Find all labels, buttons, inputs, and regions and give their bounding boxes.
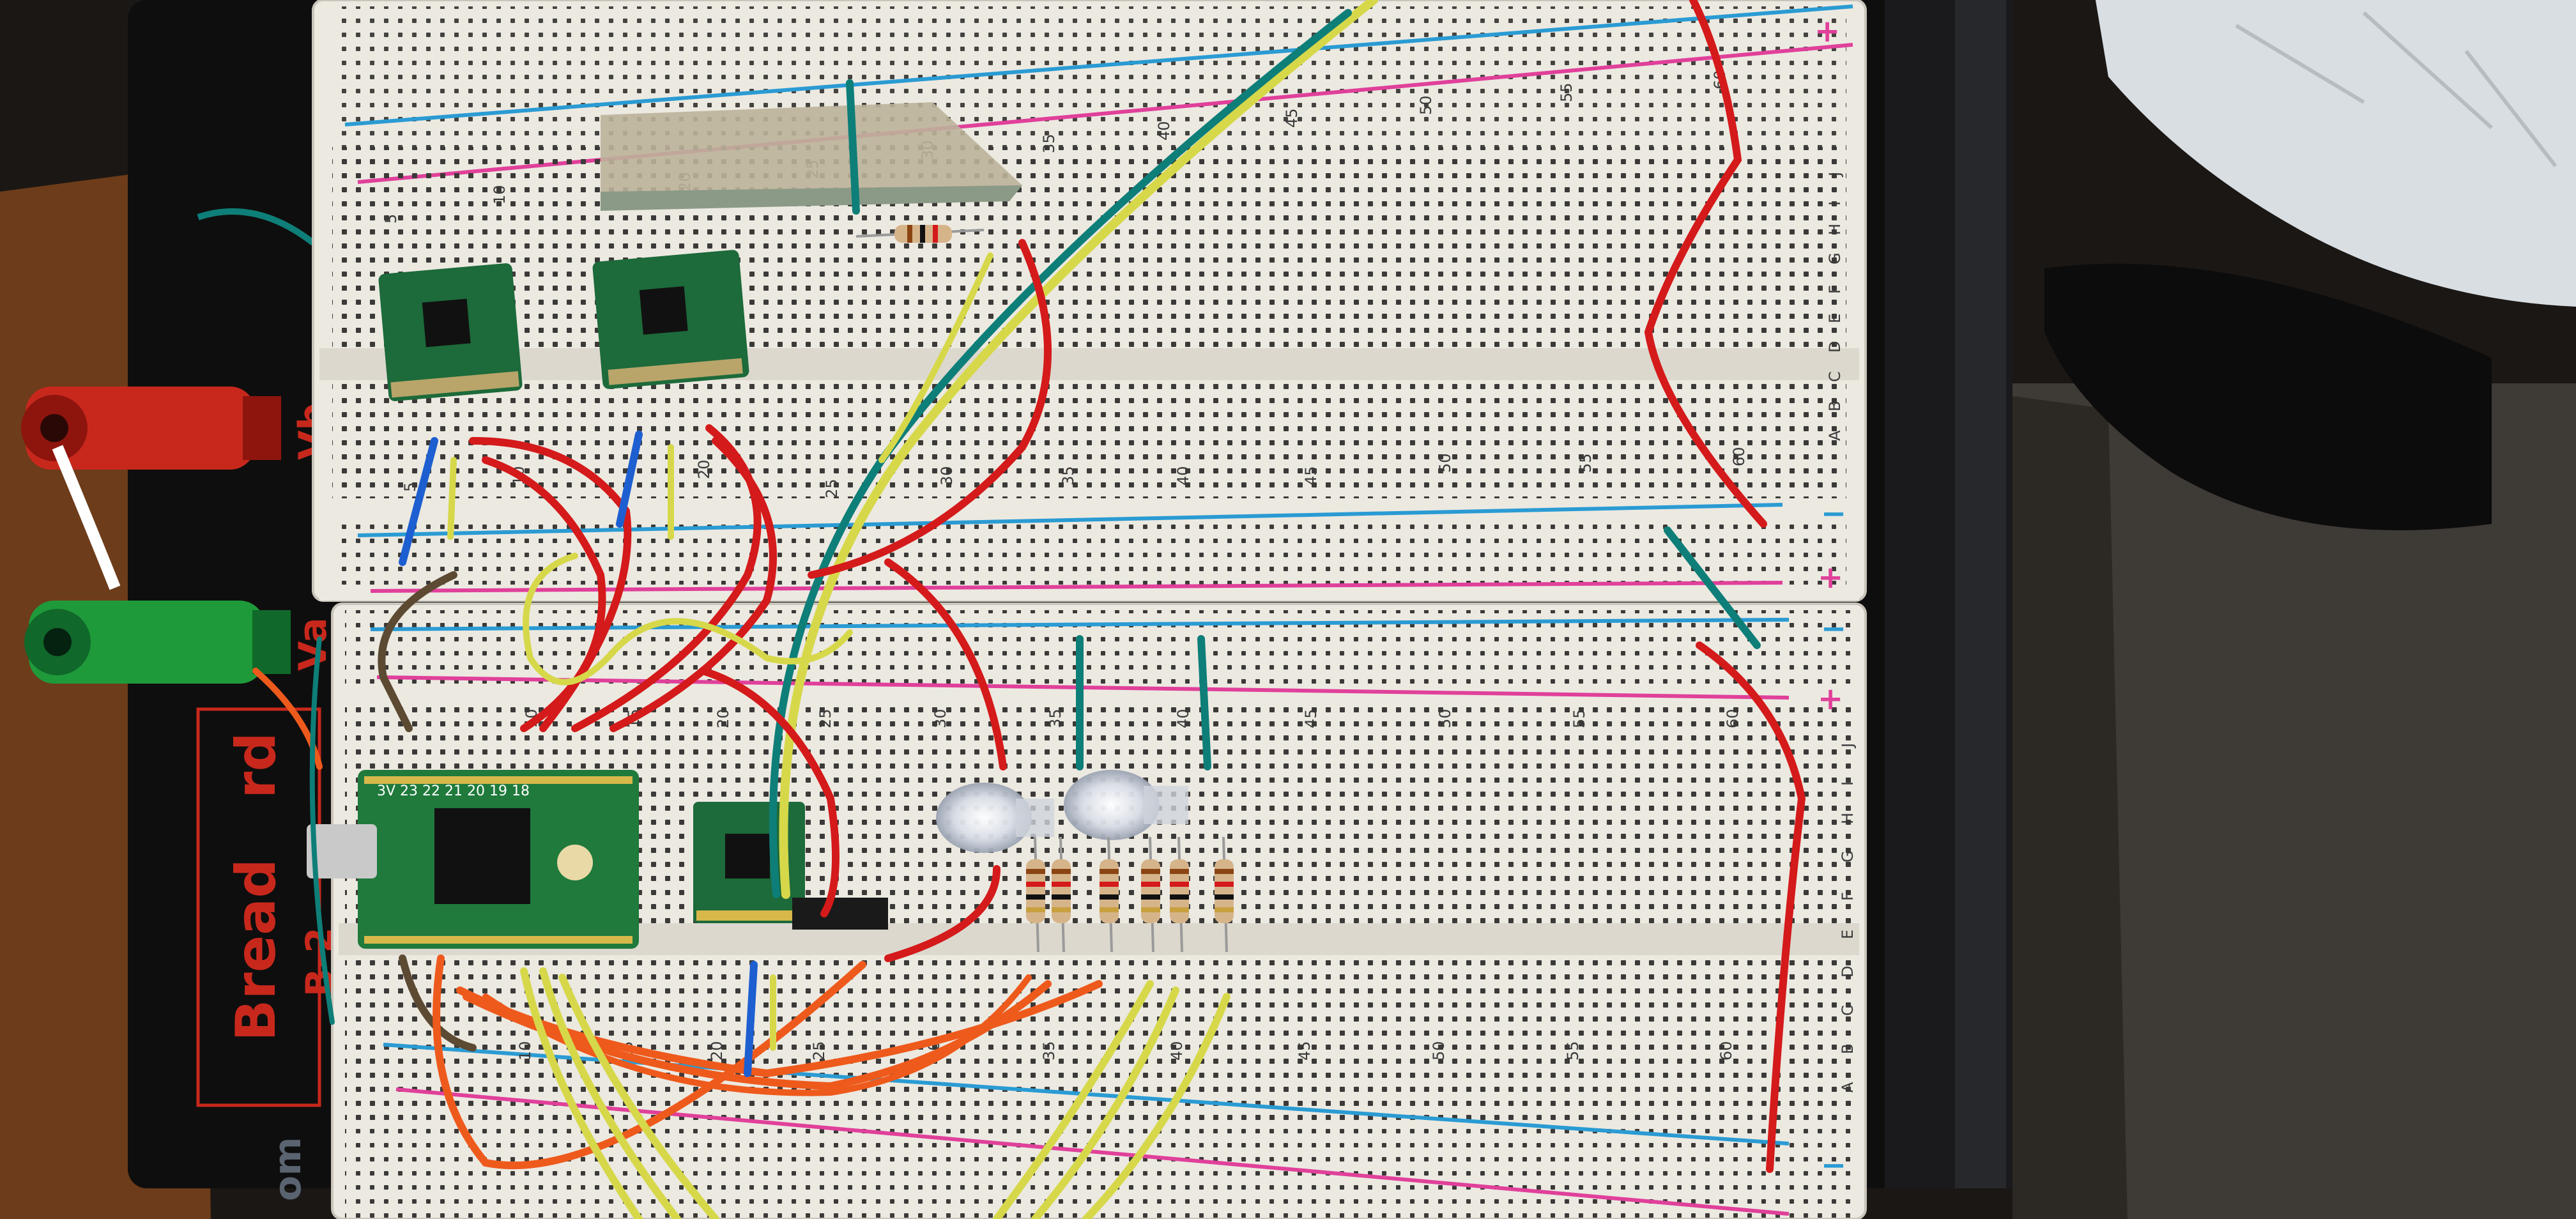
row-label: H — [1839, 813, 1857, 824]
column-label: 35 — [1040, 134, 1058, 153]
row-label: F — [1826, 285, 1844, 294]
rail-plus-top: + — [1818, 560, 1843, 595]
row-label: J — [1826, 172, 1844, 178]
column-label: 25 — [816, 709, 834, 728]
column-label: 40 — [1174, 466, 1192, 486]
column-label: 20 — [714, 709, 732, 728]
resistor — [1026, 836, 1045, 953]
row-label: G — [1826, 252, 1844, 264]
row-label: H — [1826, 224, 1844, 235]
header-connector — [792, 898, 888, 930]
rail-line-red-4 — [395, 1087, 1790, 1216]
column-label: 60 — [1730, 447, 1748, 466]
row-label: B — [1839, 1044, 1857, 1054]
mcu-pin-labels: 3V 23 22 21 20 19 18 — [377, 783, 530, 799]
column-label: 50 — [1436, 453, 1454, 473]
row-label: D — [1839, 966, 1857, 977]
flex-stick — [601, 102, 1022, 211]
binding-post-va: Va — [24, 601, 335, 684]
wires — [252, 0, 1806, 1219]
led-1 — [936, 783, 1054, 853]
resistor-top — [855, 225, 985, 243]
rail-line-blue-2 — [357, 503, 1783, 537]
column-label: 10 — [516, 1041, 534, 1061]
column-label: 50 — [1436, 709, 1454, 728]
site-text: om — [266, 1137, 309, 1201]
rail-minus-mid: − — [1821, 611, 1846, 647]
row-label: G — [1839, 850, 1857, 862]
column-label: 55 — [1558, 82, 1575, 102]
column-label: 20 — [695, 459, 713, 479]
resistor — [1052, 836, 1071, 953]
row-label: B — [1826, 401, 1844, 411]
breadboard-top: − + + — [312, 0, 1867, 602]
row-label: F — [1839, 892, 1857, 901]
column-label: 20 — [708, 1041, 726, 1061]
sensor-module-1 — [378, 263, 523, 401]
sensor-module-2 — [592, 250, 749, 389]
column-label: 50 — [1430, 1041, 1448, 1061]
rail-minus-bottom: − — [1821, 1147, 1846, 1183]
column-label: 5 — [401, 482, 419, 492]
row-label: I — [1839, 781, 1857, 786]
column-label: 35 — [1046, 709, 1064, 728]
row-label: C — [1839, 1005, 1857, 1016]
row-labels: A B C D E F G H I J A B C D E F G H I J — [1826, 172, 1857, 1092]
column-label: 40 — [1174, 709, 1192, 728]
column-label: 35 — [1059, 466, 1077, 486]
dark-fabric — [2044, 263, 2492, 530]
column-label: 60 — [1724, 709, 1742, 728]
column-label: 5 — [382, 214, 400, 224]
column-label: 55 — [1564, 1041, 1582, 1061]
brand-suffix-text: rd — [224, 732, 288, 799]
column-label: 55 — [1577, 453, 1595, 473]
column-label: 40 — [1168, 1041, 1186, 1061]
column-label: 45 — [1302, 709, 1320, 728]
column-label: 25 — [823, 479, 841, 498]
rail-line-blue — [344, 4, 1853, 126]
microcontroller-board: 3V 23 22 21 20 19 18 — [307, 770, 639, 949]
column-label: 55 — [1570, 709, 1588, 728]
column-label: 35 — [1040, 1041, 1058, 1061]
column-label: 10 — [491, 185, 509, 204]
rail-plus-mid: + — [1818, 681, 1843, 717]
column-label: 45 — [1302, 466, 1320, 486]
resistor — [1215, 836, 1234, 953]
column-label: 30 — [931, 709, 949, 728]
row-label: A — [1839, 1082, 1857, 1092]
row-label: D — [1826, 341, 1844, 353]
resistor-array — [1026, 836, 1234, 953]
va-label: Va — [291, 617, 335, 671]
brand-text: Bread — [224, 859, 288, 1041]
column-label: 25 — [810, 1041, 828, 1061]
row-label: E — [1826, 314, 1844, 323]
resistor — [1141, 836, 1160, 953]
resistor — [1170, 836, 1189, 953]
row-label: A — [1826, 430, 1844, 441]
white-cloth — [2096, 0, 2576, 307]
column-label: 45 — [1296, 1041, 1314, 1061]
row-label: C — [1826, 371, 1844, 382]
rail-minus-top: − — [1821, 496, 1846, 532]
led-2 — [1064, 770, 1188, 840]
row-label: J — [1839, 743, 1857, 749]
column-label: 45 — [1283, 108, 1301, 128]
column-label: 60 — [1717, 1041, 1735, 1061]
column-label: 30 — [938, 466, 956, 486]
rail-plus-top-2: + — [1814, 13, 1840, 49]
resistor — [1100, 836, 1119, 953]
column-label: 40 — [1155, 121, 1173, 141]
column-label: 50 — [1417, 95, 1435, 115]
row-label: E — [1839, 930, 1857, 939]
row-label: I — [1826, 201, 1844, 206]
rail-line-red-2 — [370, 581, 1783, 593]
